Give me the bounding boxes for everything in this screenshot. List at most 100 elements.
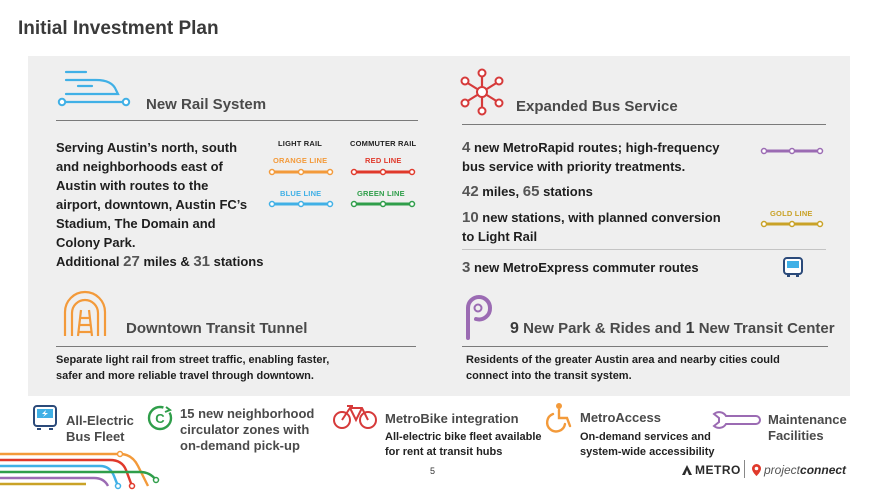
projectconnect-prefix: project xyxy=(764,463,801,477)
transit-center-text: New Transit Center xyxy=(694,320,835,337)
light-rail-label: LIGHT RAIL xyxy=(278,139,323,148)
maintenance-feature: Maintenance Facilities xyxy=(768,412,847,444)
rail-lines-decoration xyxy=(0,446,180,490)
green-line-label: GREEN LINE xyxy=(357,189,405,198)
metroaccess-description: On-demand services and system-wide acces… xyxy=(580,430,715,460)
page-title: Initial Investment Plan xyxy=(18,18,219,39)
park-ride-count: 9 xyxy=(510,320,519,337)
wrench-icon xyxy=(712,410,761,430)
circulator-line-1: 15 new neighborhood xyxy=(180,406,315,421)
rail-miles-suffix: miles & xyxy=(139,254,194,269)
bus-miles-number: 42 xyxy=(462,183,479,200)
metroaccess-desc-2: system-wide accessibility xyxy=(580,446,715,458)
red-line-icon xyxy=(350,168,416,176)
bus-separator xyxy=(462,249,826,250)
rail-section-title: New Rail System xyxy=(146,96,267,113)
metro-mark-icon xyxy=(682,465,692,475)
rail-divider xyxy=(56,120,418,121)
transit-center-count: 1 xyxy=(685,320,695,337)
commuter-rail-label: COMMUTER RAIL xyxy=(350,139,417,148)
park-description: Residents of the greater Austin area and… xyxy=(466,352,780,384)
metrobike-desc-1: All-electric bike fleet available xyxy=(385,431,542,443)
bike-icon xyxy=(332,404,378,430)
gold-line-label: GOLD LINE xyxy=(770,209,813,218)
rail-desc-line: and neighborhoods east of xyxy=(56,159,223,174)
rail-desc-line: airport, downtown, Austin FC’s xyxy=(56,197,248,212)
park-desc-line: connect into the transit system. xyxy=(466,370,632,382)
bus-stations-text: stations xyxy=(539,184,593,199)
tunnel-section-title: Downtown Transit Tunnel xyxy=(126,320,308,337)
maintenance-line-2: Facilities xyxy=(768,428,824,443)
tunnel-description: Separate light rail from street traffic,… xyxy=(56,352,329,384)
rail-desc-line: Colony Park. xyxy=(56,235,136,250)
bus-stations-number: 65 xyxy=(522,183,540,200)
metroexpress-text: new MetroExpress commuter routes xyxy=(470,260,699,275)
park-desc-line: Residents of the greater Austin area and… xyxy=(466,354,780,366)
metrobike-description: All-electric bike fleet available for re… xyxy=(385,430,542,460)
tunnel-divider xyxy=(56,346,416,347)
fleet-feature: All-Electric Bus Fleet xyxy=(66,413,134,445)
page-number: 5 xyxy=(430,466,436,476)
rail-miles-number: 27 xyxy=(123,253,140,270)
bus-miles-stations: 42 miles, 65 stations xyxy=(462,182,593,201)
bus-new-stations: 10 new stations, with planned conversion… xyxy=(462,208,762,246)
bus-metroexpress: 3 new MetroExpress commuter routes xyxy=(462,258,699,277)
new-stations-count: 10 xyxy=(462,209,479,226)
bus-icon xyxy=(782,256,804,278)
metroaccess-desc-1: On-demand services and xyxy=(580,431,711,443)
fleet-line-2: Bus Fleet xyxy=(66,429,125,444)
park-divider xyxy=(462,346,828,347)
new-stations-text: new stations, with planned conversion xyxy=(478,210,721,225)
metroexpress-count: 3 xyxy=(462,259,471,276)
orange-line-icon xyxy=(268,168,334,176)
bus-network-icon xyxy=(458,68,506,116)
rail-stations-suffix: stations xyxy=(210,254,264,269)
blue-line-label: BLUE LINE xyxy=(280,189,322,198)
bus-section-title: Expanded Bus Service xyxy=(516,98,678,115)
rail-desc-line: Austin with routes to the xyxy=(56,178,209,193)
green-line-icon xyxy=(350,200,416,208)
bus-miles-text: miles, xyxy=(478,184,523,199)
circulator-line-3: on-demand pick-up xyxy=(180,438,300,453)
maintenance-line-1: Maintenance xyxy=(768,412,847,427)
red-line-label: RED LINE xyxy=(365,156,402,165)
orange-line-label: ORANGE LINE xyxy=(273,156,328,165)
bus-metrorapid: 4 new MetroRapid routes; high-frequency … xyxy=(462,138,762,176)
park-ride-icon xyxy=(464,294,496,340)
gold-line-icon xyxy=(760,220,824,228)
metroaccess-title: MetroAccess xyxy=(580,410,661,425)
circulator-feature: 15 new neighborhood circulator zones wit… xyxy=(180,406,314,454)
tunnel-desc-line: Separate light rail from street traffic,… xyxy=(56,354,330,366)
tunnel-desc-line: safer and more reliable travel through d… xyxy=(56,370,314,382)
metrorapid-text: new MetroRapid routes; high-frequency xyxy=(470,140,720,155)
svg-text:C: C xyxy=(155,411,165,426)
rail-desc-line: Serving Austin’s north, south xyxy=(56,140,238,155)
rail-stations-number: 31 xyxy=(193,253,211,270)
metrorapid-count: 4 xyxy=(462,139,471,156)
metro-logo-text: METRO xyxy=(695,463,741,477)
new-stations-text-2: to Light Rail xyxy=(462,229,538,244)
metro-logo: METRO xyxy=(682,463,741,477)
circulator-icon: C xyxy=(146,404,174,432)
accessibility-icon xyxy=(544,402,574,433)
purple-line-icon xyxy=(760,147,824,155)
metrorapid-text-2: bus service with priority treatments. xyxy=(462,159,686,174)
rail-description: Serving Austin’s north, south and neighb… xyxy=(56,138,266,252)
fleet-line-1: All-Electric xyxy=(66,413,134,428)
rail-additional-prefix: Additional xyxy=(56,254,124,269)
metrobike-desc-2: for rent at transit hubs xyxy=(385,446,503,458)
metrobike-title: MetroBike integration xyxy=(385,411,519,426)
footer-divider xyxy=(744,460,745,478)
content-panel xyxy=(28,56,850,396)
blue-line-icon xyxy=(268,200,334,208)
tunnel-icon xyxy=(62,290,108,338)
train-icon xyxy=(56,68,132,110)
rail-desc-line: Stadium, The Domain and xyxy=(56,216,216,231)
bus-divider xyxy=(462,124,826,125)
rail-additional: Additional 27 miles & 31 stations xyxy=(56,252,263,271)
park-ride-title: 9 New Park & Rides and 1 New Transit Cen… xyxy=(510,320,835,338)
location-pin-icon xyxy=(752,464,761,476)
projectconnect-suffix: connect xyxy=(800,463,847,477)
circulator-line-2: circulator zones with xyxy=(180,422,310,437)
